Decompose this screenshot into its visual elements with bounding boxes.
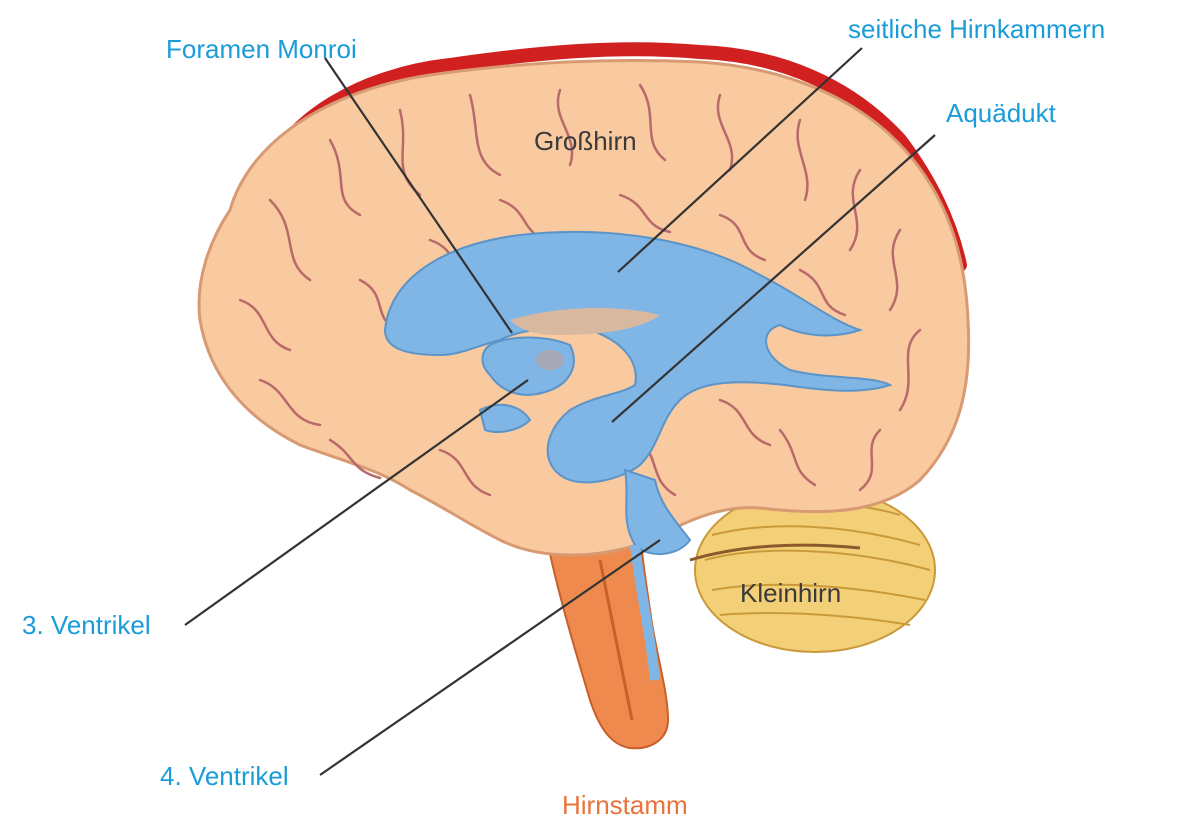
label-foramen-monroi: Foramen Monroi <box>166 34 357 64</box>
label-grosshirn: Großhirn <box>534 126 637 156</box>
label-3-ventrikel: 3. Ventrikel <box>22 610 151 640</box>
label-aquaedukt: Aquädukt <box>946 98 1056 128</box>
label-hirnstamm: Hirnstamm <box>562 790 688 820</box>
label-4-ventrikel: 4. Ventrikel <box>160 761 289 791</box>
label-kleinhirn: Kleinhirn <box>740 578 841 608</box>
label-seitliche-hirnkammern: seitliche Hirnkammern <box>848 14 1105 44</box>
